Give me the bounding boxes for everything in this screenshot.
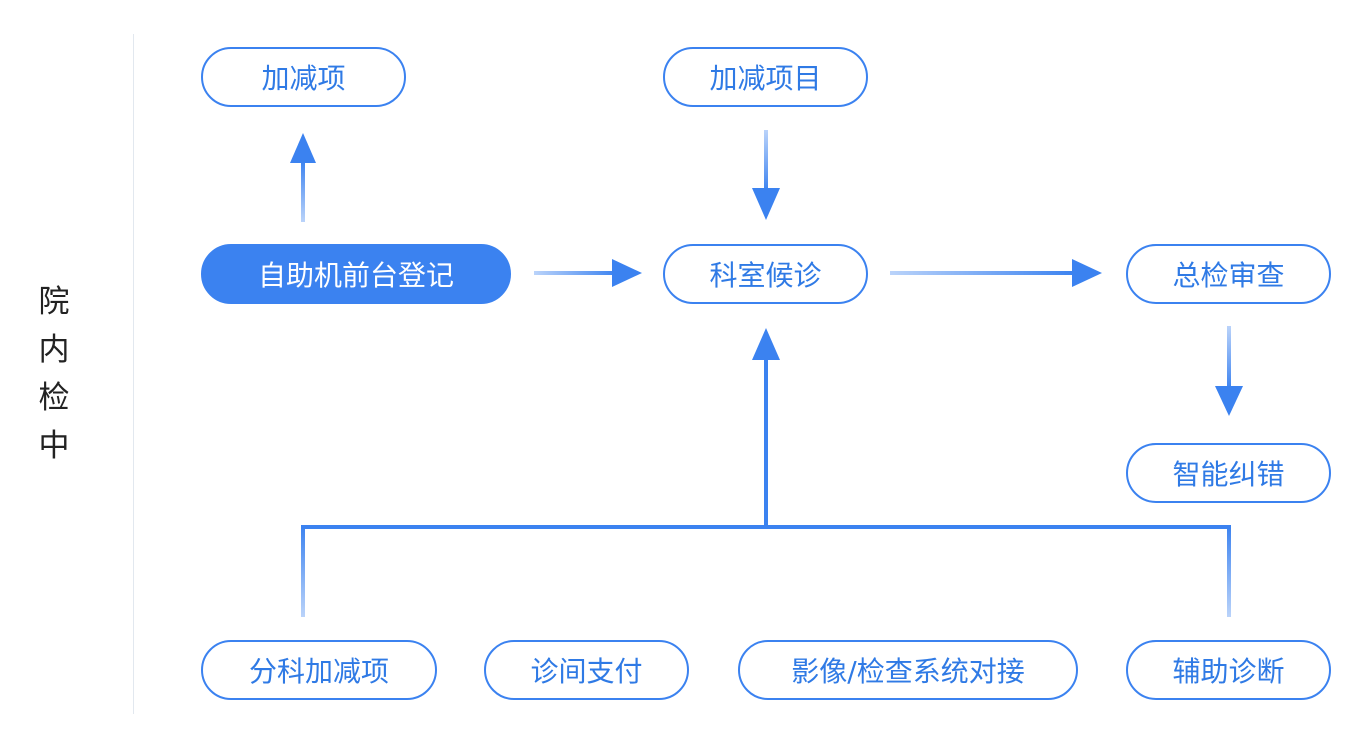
add-sub-item-node[interactable]: 加减项 bbox=[201, 47, 406, 107]
consult-payment-node[interactable]: 诊间支付 bbox=[484, 640, 689, 700]
dept-add-sub-node[interactable]: 分科加减项 bbox=[201, 640, 437, 700]
arrow-register-to-add-sub-item bbox=[290, 133, 316, 222]
bracket-to-waiting bbox=[301, 328, 1231, 617]
arrow-final-review-to-smart-correction bbox=[1215, 326, 1243, 416]
vertical-divider bbox=[133, 34, 134, 714]
dept-waiting-node[interactable]: 科室候诊 bbox=[663, 244, 868, 304]
arrow-add-sub-project-to-waiting bbox=[752, 130, 780, 220]
arrow-register-to-waiting bbox=[534, 259, 642, 287]
arrow-waiting-to-final-review bbox=[890, 259, 1102, 287]
add-sub-project-node[interactable]: 加减项目 bbox=[663, 47, 868, 107]
self-service-register-node[interactable]: 自助机前台登记 bbox=[201, 244, 511, 304]
section-label-char: 检 bbox=[38, 380, 70, 416]
final-review-node[interactable]: 总检审查 bbox=[1126, 244, 1331, 304]
section-label-char: 中 bbox=[38, 428, 70, 464]
imaging-system-node[interactable]: 影像/检查系统对接 bbox=[738, 640, 1078, 700]
section-label: 院 内 检 中 bbox=[32, 278, 76, 470]
smart-correction-node[interactable]: 智能纠错 bbox=[1126, 443, 1331, 503]
section-label-char: 内 bbox=[38, 332, 70, 368]
section-label-char: 院 bbox=[38, 284, 70, 320]
assisted-diagnosis-node[interactable]: 辅助诊断 bbox=[1126, 640, 1331, 700]
